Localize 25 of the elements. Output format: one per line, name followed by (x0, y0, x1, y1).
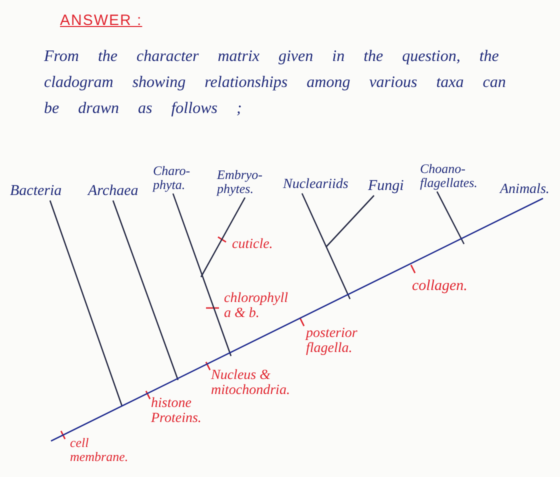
taxon-label: Bacteria (10, 183, 85, 200)
branch-line (326, 195, 374, 248)
branch-line (50, 198, 544, 442)
branch-line (200, 197, 246, 278)
character-label: posterior flagella. (306, 326, 358, 357)
taxon-label: Charo- phyta. (153, 164, 197, 193)
taxon-label: Animals. (500, 182, 558, 198)
intro-text: From the character matrix given in the question, the cladogram showing relationships among various taxa can be drawn as follows ; (44, 47, 507, 119)
branch-line (49, 200, 123, 406)
character-label: collagen. (412, 278, 468, 294)
character-label: cuticle. (232, 237, 274, 252)
taxon-label: Nucleariids (283, 177, 363, 192)
character-label: cell membrane. (70, 436, 130, 465)
taxon-label: Embryo- phytes. (217, 168, 267, 197)
branch-line (112, 200, 179, 380)
character-label: Nucleus & mitochondria. (211, 368, 291, 399)
branch-line (436, 191, 465, 244)
taxon-label: Choano- flagellates. (420, 162, 486, 191)
character-label: histone Proteins. (151, 396, 202, 427)
answer-heading: ANSWER : (60, 13, 142, 30)
taxon-label: Archaea (88, 183, 150, 200)
branch-line (172, 193, 232, 356)
branch-line (301, 193, 351, 300)
character-label: chlorophyll a & b. (224, 291, 290, 322)
taxon-label: Fungi (368, 178, 410, 194)
